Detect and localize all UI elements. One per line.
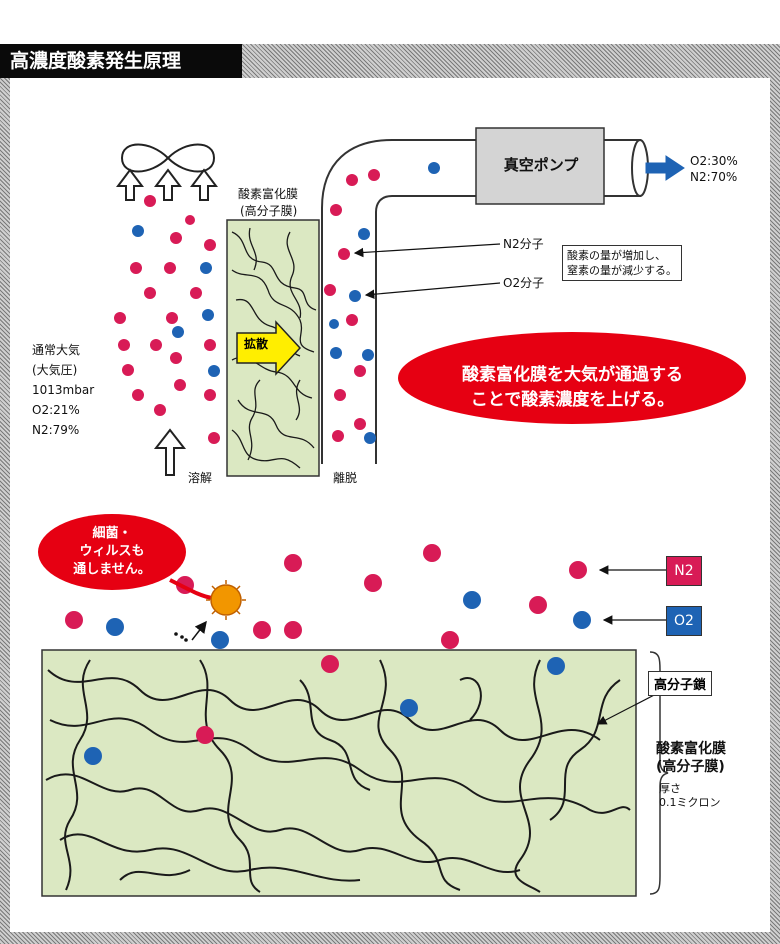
output-o2-label: O2:30% xyxy=(690,154,738,168)
callout-text: 酸素富化膜を大気が通過する ことで酸素濃度を上げる。 xyxy=(400,363,745,413)
n2-molecules-bottom xyxy=(65,544,587,744)
note-line-2: 窒素の量が減少する。 xyxy=(567,264,677,277)
note-box: 酸素の量が増加し、 窒素の量が減少する。 xyxy=(562,245,682,281)
membrane-bottom-line-1: 酸素富化膜 xyxy=(656,741,726,757)
bacteria-line-2: ウィルスも xyxy=(79,544,145,559)
vacuum-pump-label: 真空ポンプ xyxy=(503,156,579,174)
callout-line-1: 酸素富化膜を大気が通過する xyxy=(462,365,683,385)
legend-o2: O2 xyxy=(666,606,702,636)
bacteria-icon xyxy=(206,580,246,620)
atmosphere-line-4: O2:21% xyxy=(32,403,80,417)
thickness-label: 厚さ 0.1ミクロン xyxy=(659,782,721,810)
output-n2-label: N2:70% xyxy=(690,170,738,184)
vacuum-pipe xyxy=(321,139,641,464)
note-line-1: 酸素の量が増加し、 xyxy=(567,249,666,262)
membrane-label-top-line1: 酸素富化膜 xyxy=(238,187,299,201)
dissolve-arrow xyxy=(153,428,187,476)
membrane-bottom xyxy=(41,649,637,897)
atmosphere-info: 通常大気 (大気圧) 1013mbar O2:21% N2:79% xyxy=(32,340,94,440)
o2-molecules-top xyxy=(132,162,440,444)
membrane-bottom-line-2: (高分子膜) xyxy=(656,759,725,775)
bacteria-line-1: 細菌・ xyxy=(92,526,132,541)
polymer-chains-bottom xyxy=(45,659,631,893)
atmosphere-line-3: 1013mbar xyxy=(32,383,95,397)
membrane-label-top-line2: (高分子膜) xyxy=(240,204,298,218)
dissolve-label: 溶解 xyxy=(188,471,213,485)
atmosphere-line-5: N2:79% xyxy=(32,423,80,437)
blocked-arrow-icon xyxy=(174,620,207,642)
membrane-label-bottom: 酸素富化膜 (高分子膜) xyxy=(656,740,726,776)
page-title: 高濃度酸素発生原理 xyxy=(0,44,242,78)
bacteria-line-3: 通しません。 xyxy=(73,562,151,577)
thickness-line-1: 厚さ xyxy=(659,782,681,795)
atmosphere-line-1: 通常大気 xyxy=(32,343,81,357)
desorb-label: 離脱 xyxy=(333,471,358,485)
o2-molecule-label: O2分子 xyxy=(503,276,545,290)
fan-icon xyxy=(120,143,216,173)
o2-molecules-bottom xyxy=(84,591,591,765)
airflow-arrows-up xyxy=(116,168,218,201)
vacuum-pump xyxy=(475,127,605,205)
callout-ellipse xyxy=(398,332,746,424)
output-arrow xyxy=(645,155,685,181)
diffuse-label: 拡散 xyxy=(244,337,269,351)
thickness-line-2: 0.1ミクロン xyxy=(659,796,721,809)
bacteria-callout-text: 細菌・ ウィルスも 通しません。 xyxy=(42,525,182,579)
polymer-chain-label: 高分子鎖 xyxy=(648,671,713,696)
legend-n2: N2 xyxy=(666,556,702,586)
callout-line-2: ことで酸素濃度を上げる。 xyxy=(470,390,675,410)
membrane-bracket xyxy=(649,651,669,895)
bacteria-callout-bubble xyxy=(38,514,186,590)
n2-molecule-label: N2分子 xyxy=(503,237,544,251)
n2-molecules-top xyxy=(114,169,380,444)
atmosphere-line-2: (大気圧) xyxy=(32,363,78,377)
diffuse-arrow xyxy=(236,320,302,376)
